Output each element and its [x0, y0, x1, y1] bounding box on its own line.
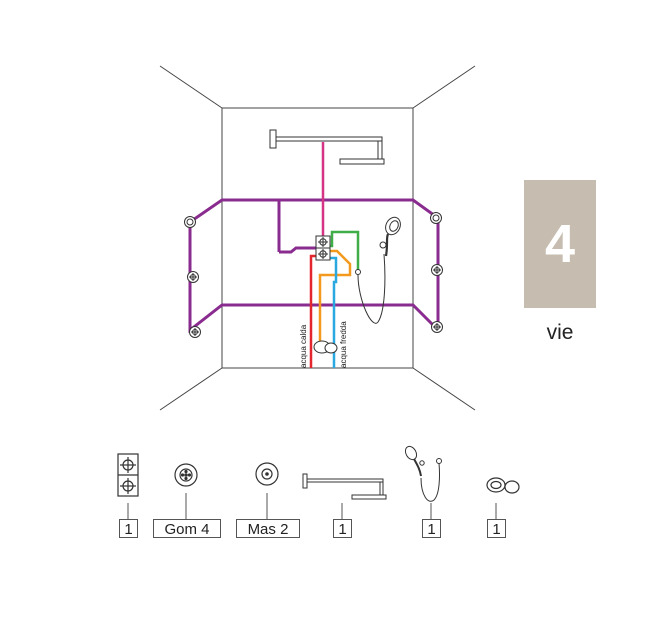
body-jet-round-icon	[255, 462, 279, 486]
quantity-box: 1	[422, 519, 441, 538]
cold-water-label: acqua fredda	[339, 321, 348, 368]
body-jets-pipe	[188, 198, 440, 334]
cold-water-pipe	[330, 256, 338, 368]
overhead-shower	[269, 129, 385, 165]
overhead-shower-icon	[302, 473, 387, 500]
ways-number: 4	[544, 214, 576, 274]
hot-water-label: acqua calda	[299, 324, 308, 368]
quantity-box: Gom 4	[153, 519, 221, 538]
body-jet-icon	[174, 463, 198, 487]
body-jet	[187, 271, 199, 283]
mixed-water-pipe	[318, 249, 352, 342]
ways-badge: 4	[524, 180, 596, 308]
handshower-feed-pipe	[328, 230, 360, 270]
quantity-box: 1	[487, 519, 506, 538]
wall-outlet	[313, 340, 338, 354]
hand-shower	[355, 216, 401, 324]
room-outline	[159, 65, 476, 411]
body-jet	[189, 326, 201, 338]
quantity-box: Mas 2	[236, 519, 300, 538]
hand-shower-icon	[404, 445, 442, 502]
wall-outlet-icon	[486, 477, 520, 494]
double-valve-icon	[117, 453, 139, 497]
quantity-box: 1	[119, 519, 138, 538]
mixer-valve	[315, 235, 331, 261]
hot-water-pipe	[309, 254, 316, 368]
quantity-box: 1	[333, 519, 352, 538]
body-jet	[431, 321, 443, 333]
ways-label: vie	[546, 321, 574, 344]
body-jet	[431, 264, 443, 276]
body-jet	[184, 216, 196, 228]
legend-connectors	[127, 493, 497, 519]
body-jet	[430, 212, 442, 224]
